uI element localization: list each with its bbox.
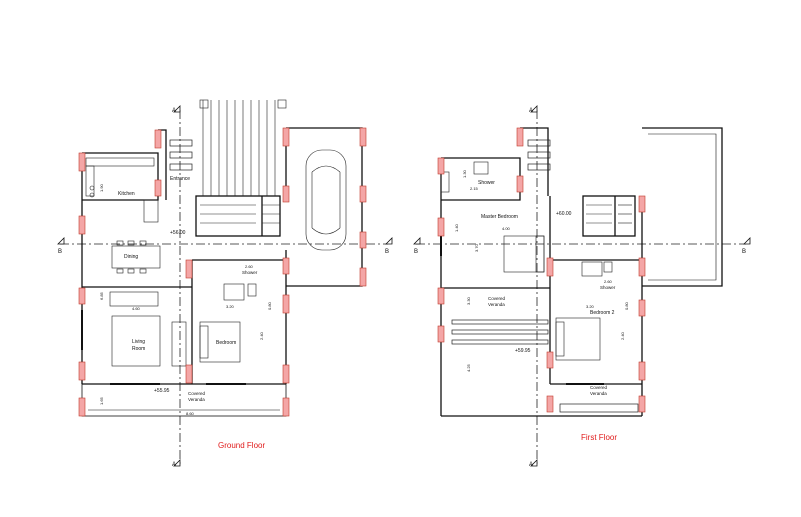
section-a-bottom: A bbox=[172, 462, 176, 468]
dim-gf-total: 8.60 bbox=[186, 411, 195, 416]
dim-ff-bed2: 3.20 bbox=[586, 304, 595, 309]
ground-stair-treads bbox=[199, 99, 287, 224]
section-a-top: A bbox=[172, 108, 176, 114]
section-b-left-2: B bbox=[414, 249, 418, 255]
label-gf-shower: Shower bbox=[242, 270, 258, 275]
section-b-left: B bbox=[58, 249, 62, 255]
living-furniture bbox=[109, 291, 187, 367]
label-ff-shower-2: Shower bbox=[600, 285, 616, 290]
ff-windows bbox=[440, 232, 604, 385]
label-gf-covered-1: Covered bbox=[188, 391, 206, 396]
kitchen-fixtures bbox=[85, 157, 159, 223]
label-ff-covered-4: Veranda bbox=[590, 391, 607, 396]
gf-windows bbox=[81, 310, 246, 385]
label-dining: Dining bbox=[124, 254, 138, 260]
section-b-right-2: B bbox=[742, 249, 746, 255]
gf-bedroom-furniture bbox=[199, 283, 257, 363]
ff-stair-treads bbox=[586, 204, 632, 224]
label-ff-shower: Shower bbox=[478, 180, 495, 186]
first-floor-title: First Floor bbox=[581, 433, 617, 442]
dim-ff-small-b: 0.80 bbox=[624, 301, 629, 310]
ground-floor-title: Ground Floor bbox=[218, 441, 266, 450]
label-living-2: Room bbox=[132, 346, 145, 352]
level-gf-veranda: +55.95 bbox=[154, 388, 170, 394]
entrance-steps bbox=[169, 139, 193, 171]
level-gf-main: +56.00 bbox=[170, 230, 186, 236]
section-markers bbox=[57, 105, 751, 467]
ff-veranda-railing bbox=[451, 319, 639, 413]
label-bedroom-2: Bedroom 2 bbox=[590, 310, 615, 316]
ground-floor-walls bbox=[81, 127, 363, 417]
label-entrance: Entrance bbox=[170, 176, 190, 182]
car-icon bbox=[305, 149, 347, 251]
label-master-bedroom: Master Bedroom bbox=[481, 214, 518, 220]
dim-ff-shower2: 2.60 bbox=[604, 279, 613, 284]
dim-gf-left: 6.85 bbox=[99, 291, 104, 300]
section-a-top-2: A bbox=[529, 108, 533, 114]
dim-gf-small-a: 1.90 bbox=[99, 183, 104, 192]
label-gf-covered-2: Veranda bbox=[188, 397, 205, 402]
dim-ff-left-c: 4.25 bbox=[466, 363, 471, 372]
dim-gf-dining: 4.60 bbox=[132, 306, 141, 311]
dim-gf-veranda: 1.65 bbox=[99, 396, 104, 405]
dim-ff-bed2-side: 2.40 bbox=[620, 331, 625, 340]
level-ff-main: +60.00 bbox=[556, 211, 572, 217]
label-living-1: Living bbox=[132, 339, 145, 345]
dim-ff-left-b: 3.30 bbox=[466, 296, 471, 305]
label-gf-bedroom: Bedroom bbox=[216, 340, 236, 346]
dim-gf-shower: 2.60 bbox=[245, 264, 254, 269]
section-lines bbox=[60, 110, 746, 466]
gf-columns bbox=[78, 127, 367, 417]
ff-columns bbox=[437, 127, 646, 413]
dining-table bbox=[111, 240, 161, 274]
dim-ff-master-h: 3.70 bbox=[474, 243, 479, 252]
dim-gf-bedside: 2.40 bbox=[259, 331, 264, 340]
ff-furniture bbox=[440, 161, 613, 361]
level-ff-veranda: +59.95 bbox=[515, 348, 531, 354]
dim-ff-shower: 2.15 bbox=[470, 186, 479, 191]
ff-balcony-blocks bbox=[527, 139, 551, 171]
label-ff-covered-1: Covered bbox=[488, 296, 506, 301]
dim-ff-left-a: 1.40 bbox=[454, 223, 459, 232]
dim-ff-master: 4.00 bbox=[502, 226, 511, 231]
label-kitchen: Kitchen bbox=[118, 191, 135, 197]
dim-ff-small: 1.30 bbox=[462, 169, 467, 178]
label-ff-covered-3: Covered bbox=[590, 385, 608, 390]
label-ff-covered-2: Veranda bbox=[488, 302, 505, 307]
section-a-bottom-2: A bbox=[529, 462, 533, 468]
section-b-right: B bbox=[385, 249, 389, 255]
dim-gf-bedroom: 3.20 bbox=[226, 304, 235, 309]
dim-gf-small-b: 0.80 bbox=[267, 301, 272, 310]
first-floor-walls bbox=[440, 127, 723, 417]
